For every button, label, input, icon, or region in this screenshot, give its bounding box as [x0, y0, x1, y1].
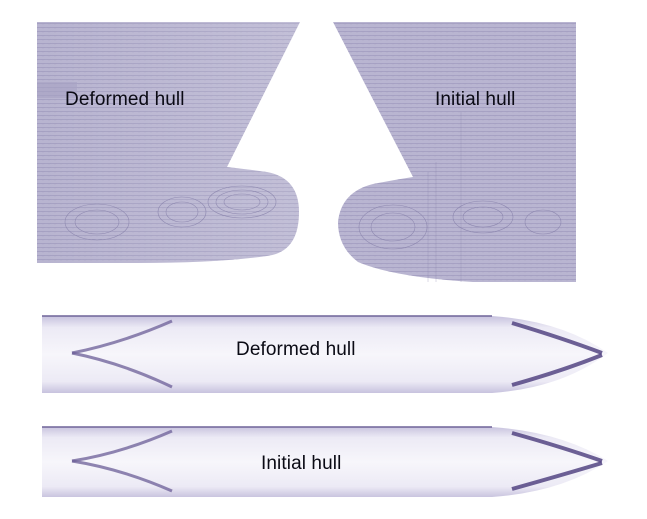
initial-hull-bow-view [333, 22, 576, 282]
initial-hull-plan-view [42, 425, 608, 499]
deformed-hull-label: Deformed hull [65, 89, 185, 110]
initial-hull-label: Initial hull [435, 89, 516, 110]
deformed-hull-bow-view [37, 22, 300, 263]
initial-hull-plan-label: Initial hull [261, 453, 342, 474]
deformed-hull-plan-view [42, 313, 608, 396]
deformed-hull-plan-label: Deformed hull [236, 339, 356, 360]
